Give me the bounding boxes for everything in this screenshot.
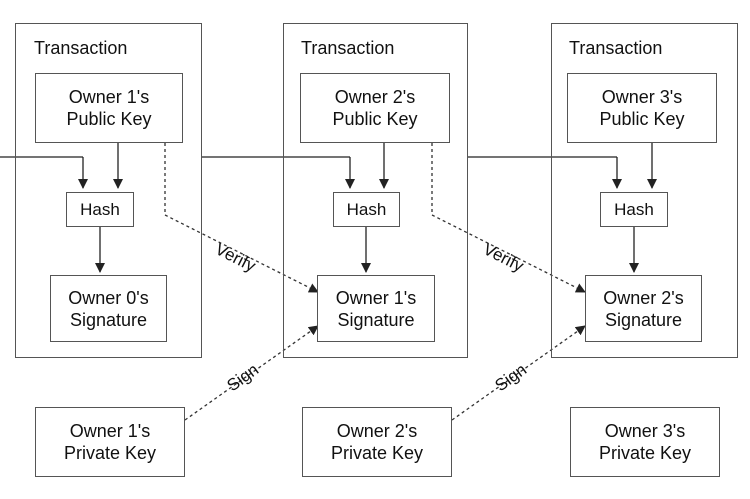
transaction-3-hash-box: Hash <box>600 192 668 227</box>
transaction-2-public-key-box: Owner 2's Public Key <box>300 73 450 143</box>
transaction-2-signature-box: Owner 1's Signature <box>317 275 435 342</box>
transaction-3-public-key-box: Owner 3's Public Key <box>567 73 717 143</box>
transaction-1 <box>15 23 202 358</box>
verify-arrow-1 <box>164 143 319 293</box>
transaction-2-signature-label: Owner 1's Signature <box>335 287 417 330</box>
transaction-3-signature-label: Owner 2's Signature <box>603 287 684 330</box>
transaction-1-public-key-label: Owner 1's Public Key <box>66 87 152 129</box>
transaction-3 <box>551 23 738 358</box>
transaction-3-hash-label: Hash <box>614 199 654 219</box>
private-key-box-3: Owner 3's Private Key <box>570 407 720 477</box>
transaction-3-title: Transaction <box>569 38 663 58</box>
transaction-2 <box>283 23 468 358</box>
transaction-2-hash-box: Hash <box>333 192 400 227</box>
transaction-2-hash-label: Hash <box>346 199 387 219</box>
transaction-3-public-key-label: Owner 3's Public Key <box>599 87 685 129</box>
transaction-1-hash-box: Hash <box>66 192 134 227</box>
transaction-3-signature-box: Owner 2's Signature <box>585 275 702 342</box>
transaction-2-public-key-label: Owner 2's Public Key <box>332 87 418 129</box>
private-key-label-1: Owner 1's Private Key <box>63 421 157 463</box>
transaction-1-hash-label: Hash <box>80 199 120 219</box>
transaction-2-title: Transaction <box>301 38 395 58</box>
private-key-label-2: Owner 2's Private Key <box>330 421 424 463</box>
transaction-1-public-key-box: Owner 1's Public Key <box>35 73 183 143</box>
transaction-1-signature-box: Owner 0's Signature <box>50 275 167 342</box>
verify-arrow-2 <box>431 143 586 293</box>
private-key-label-3: Owner 3's Private Key <box>598 421 692 463</box>
private-key-box-2: Owner 2's Private Key <box>302 407 452 477</box>
transaction-1-signature-label: Owner 0's Signature <box>68 287 149 330</box>
transaction-1-title: Transaction <box>34 38 128 58</box>
private-key-box-1: Owner 1's Private Key <box>35 407 185 477</box>
